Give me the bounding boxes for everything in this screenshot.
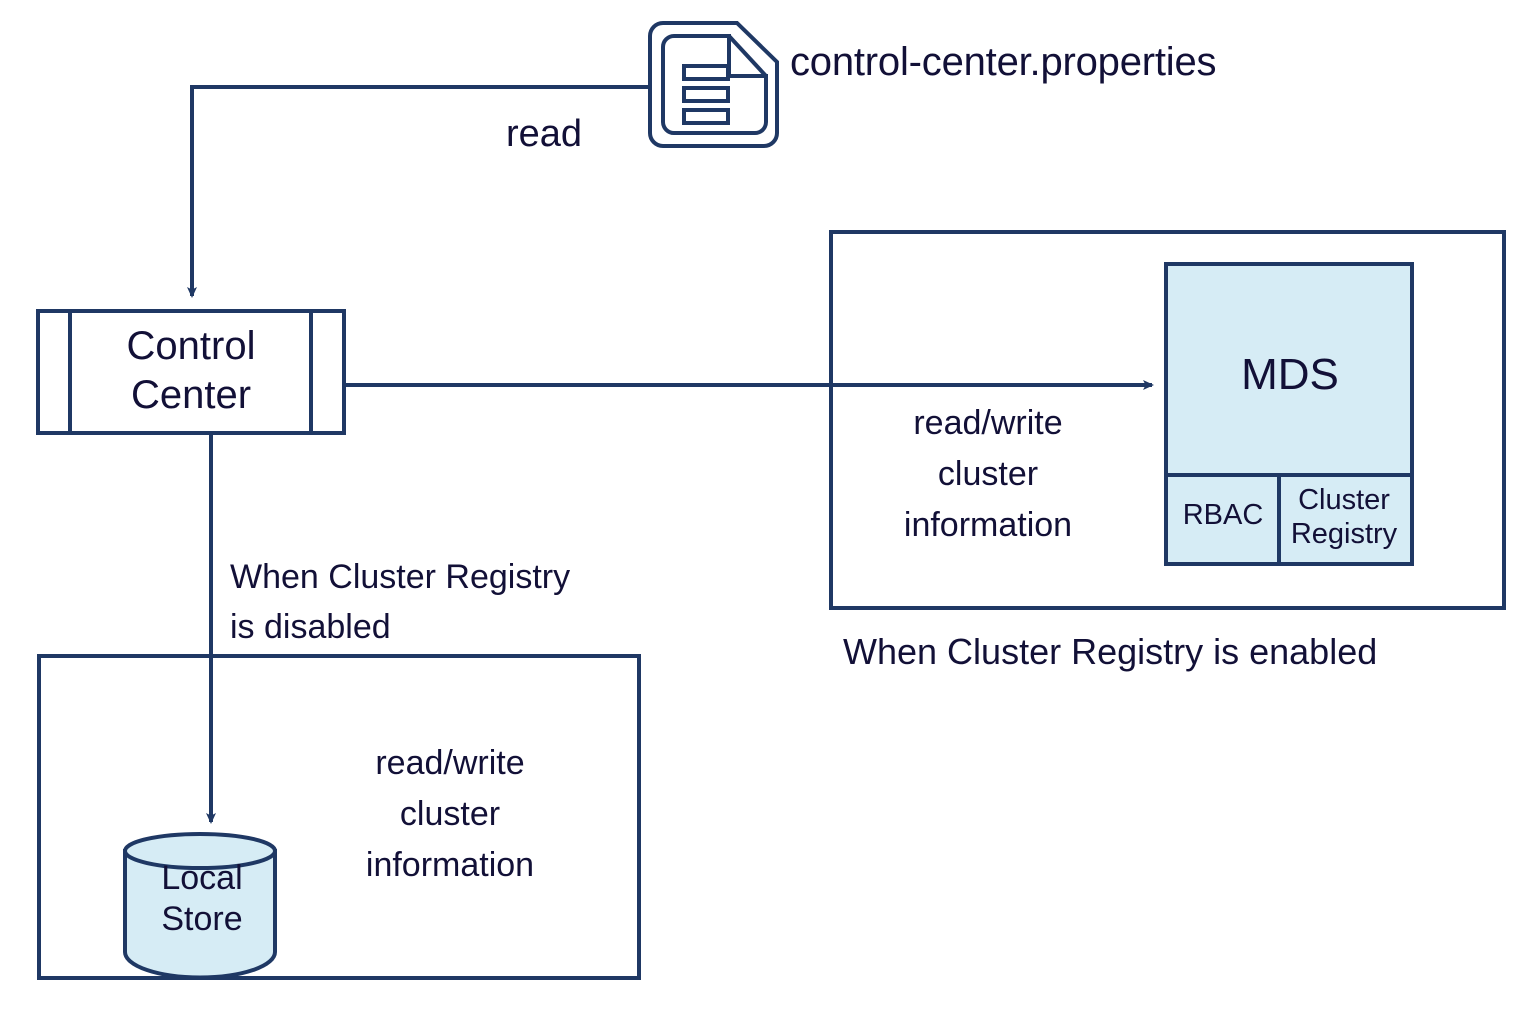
node-local-store[interactable] <box>123 832 277 980</box>
local-store-top <box>123 832 277 870</box>
edge-label-control-center-to-local-store: read/write cluster information <box>365 744 535 884</box>
edge-label-read: read <box>506 113 583 155</box>
document-icon-line-2 <box>682 86 730 103</box>
document-icon[interactable] <box>648 21 779 148</box>
disabled-group-box <box>37 654 641 980</box>
document-icon-line-1 <box>682 64 730 81</box>
disabled-group-caption: When Cluster Registry is disabled <box>230 558 571 647</box>
enabled-group-caption: When Cluster Registry is enabled <box>843 631 1378 672</box>
control-center-box <box>36 309 346 435</box>
mds-subcomponent-cluster-registry-label: Cluster Registry <box>1290 484 1398 551</box>
edge-file-to-control-center <box>187 85 651 298</box>
local-store-label: Local Store <box>161 859 243 938</box>
node-mds[interactable] <box>1164 262 1414 566</box>
mds-subcomponent-rbac-label: RBAC <box>1182 499 1264 531</box>
local-store-body <box>123 849 277 980</box>
mds-box <box>1164 262 1414 566</box>
document-icon-folded-corner <box>727 34 768 78</box>
edge-label-control-center-to-mds: read/write cluster information <box>903 404 1073 544</box>
enabled-group-box <box>829 230 1506 610</box>
mds-label: MDS <box>1241 350 1339 399</box>
document-icon-line-3 <box>682 108 730 125</box>
control-center-label: Control Center <box>126 324 256 417</box>
node-control-center[interactable] <box>36 309 346 435</box>
config-file-label: control-center.properties <box>790 40 1217 84</box>
